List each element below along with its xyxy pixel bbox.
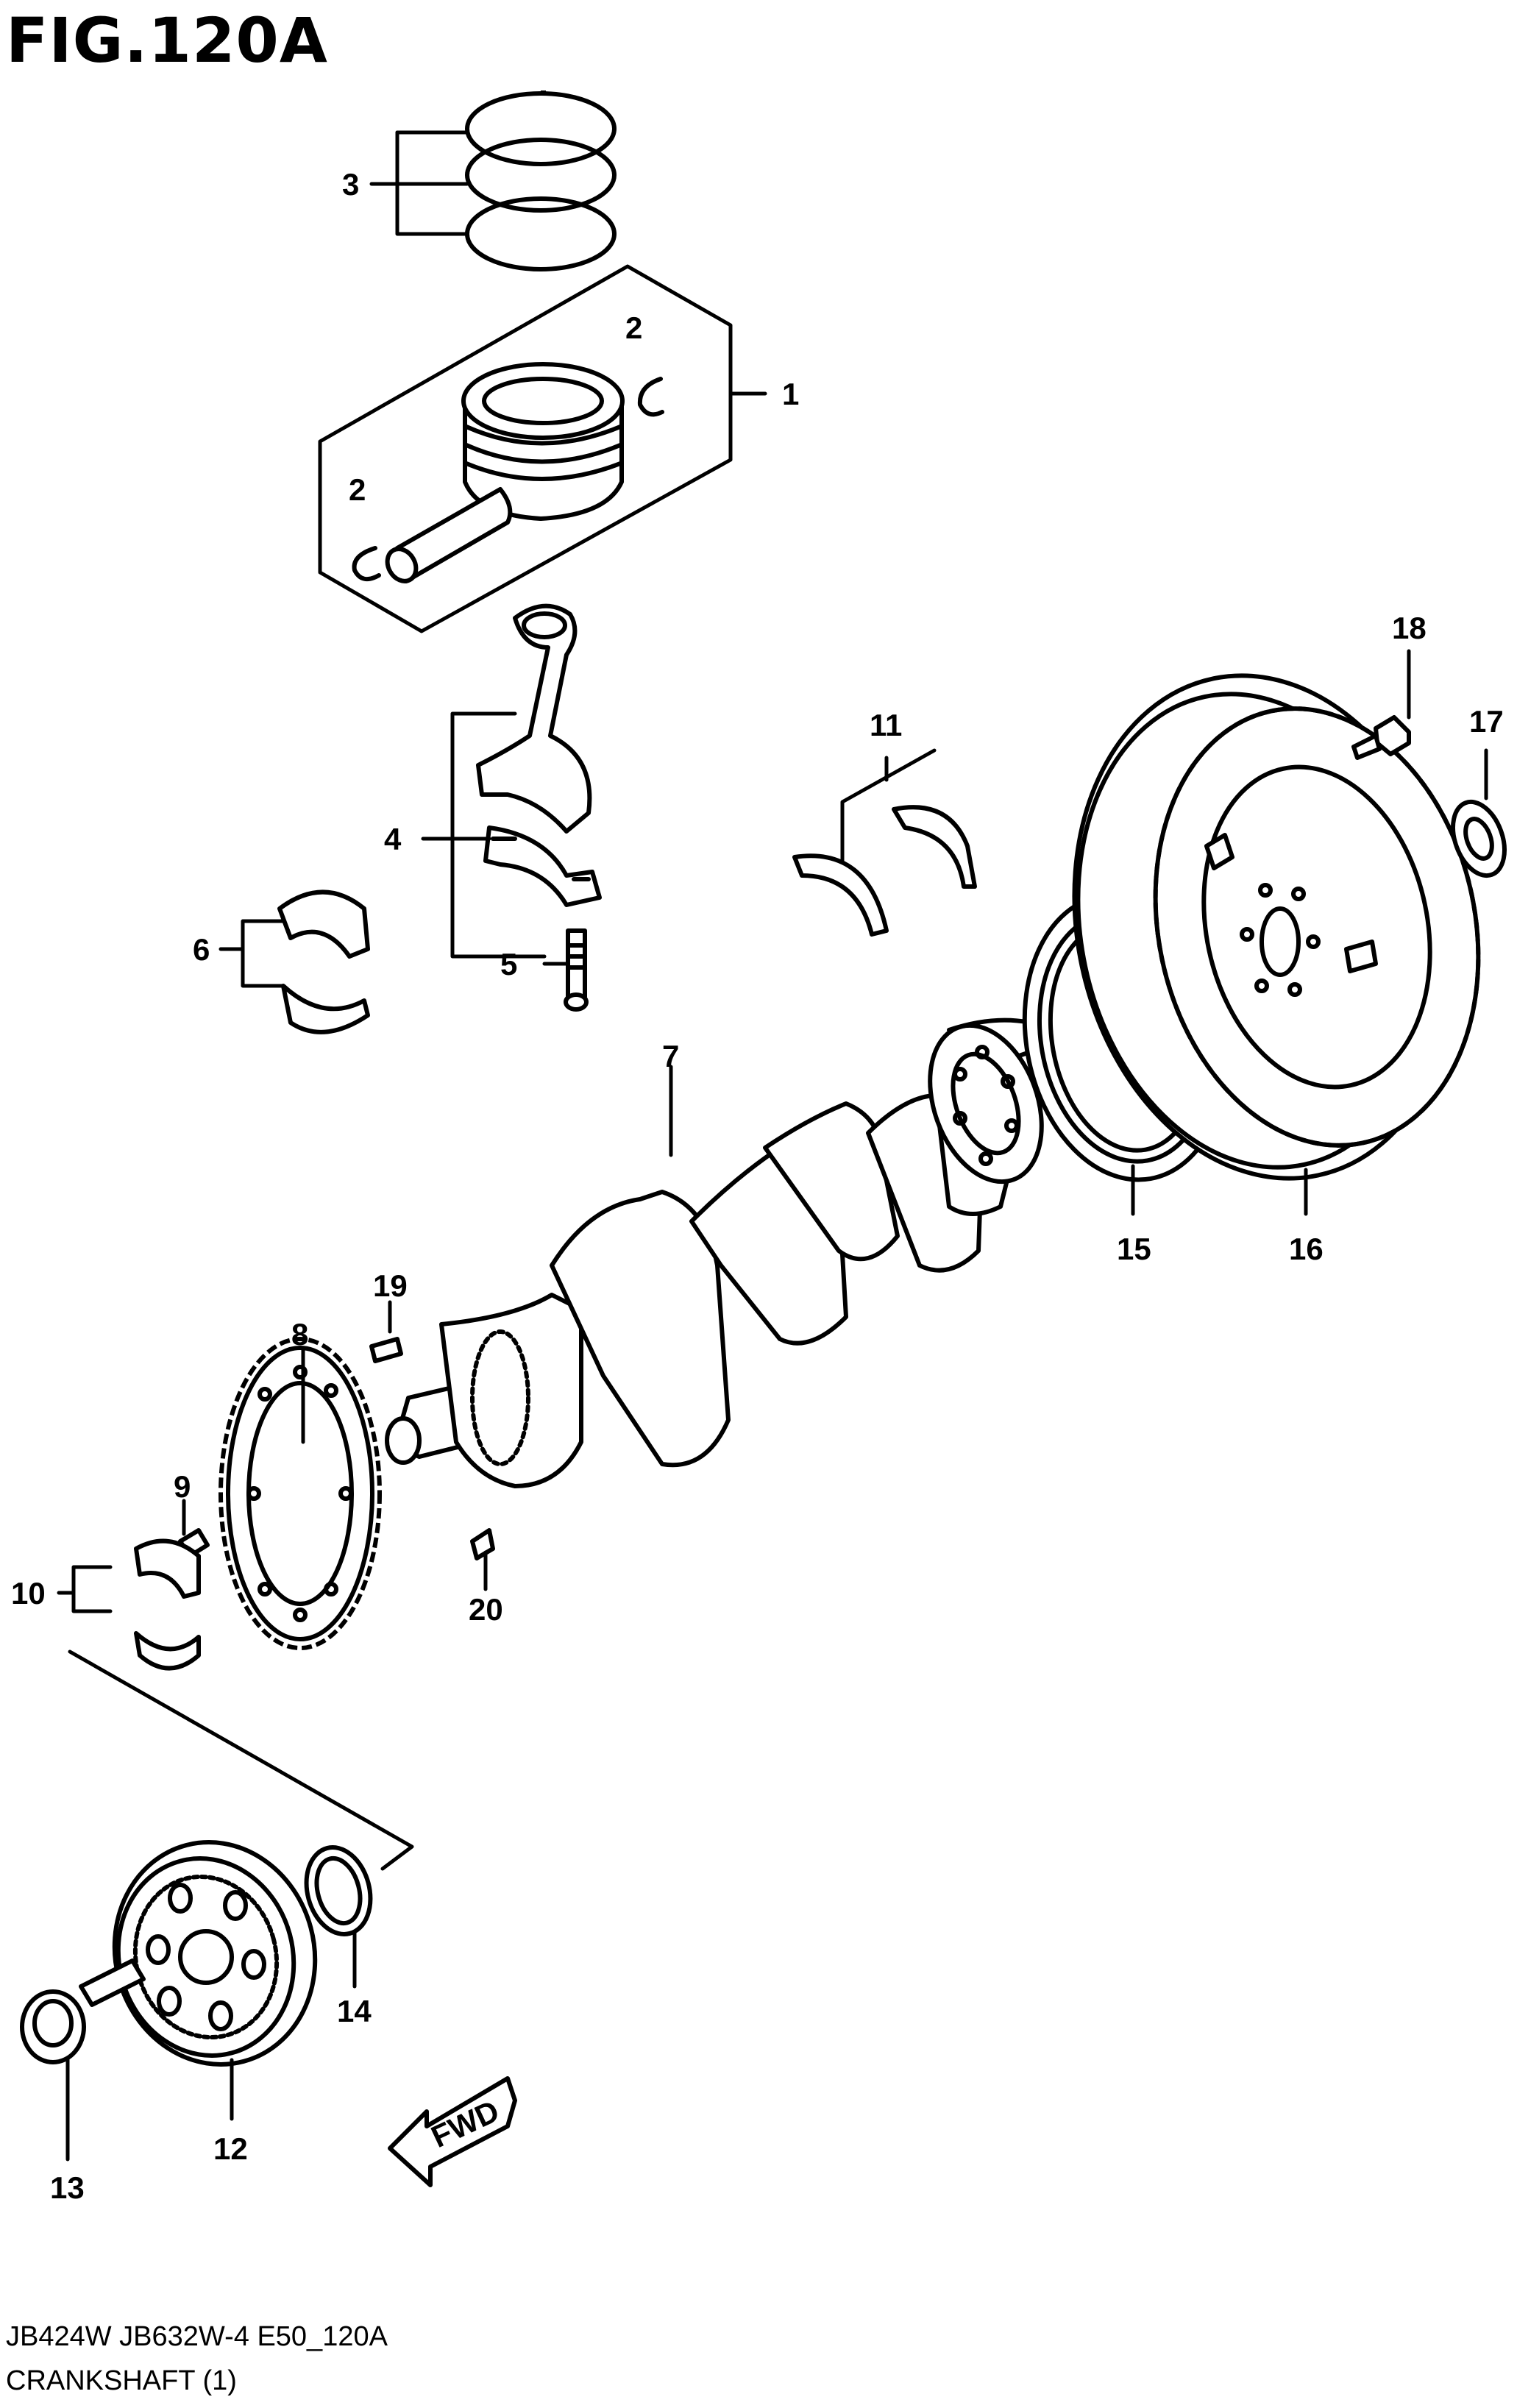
callout-leader-11 [840,748,937,863]
callout-leader-4 [421,711,547,959]
snap-ring-lower [352,546,381,582]
callout-19: 19 [373,1268,408,1303]
pulley-bolt-13 [20,1958,146,2064]
sensor-plate [219,1337,382,1650]
callout-8: 8 [291,1317,308,1352]
callout-5: 5 [500,947,517,981]
callout-leader-6 [219,919,285,988]
piston-rings [465,90,617,271]
main-bearing [134,1538,201,1671]
pulley-group-frame [68,1649,414,1871]
callout-6: 6 [193,932,210,967]
callout-2-lower: 2 [349,472,366,507]
callout-16: 16 [1289,1232,1324,1266]
callout-1: 1 [782,377,799,411]
callout-20: 20 [469,1592,503,1627]
callout-4: 4 [384,822,402,856]
callout-leader-10 [57,1565,113,1613]
callout-17: 17 [1469,704,1504,739]
forward-arrow: FWD [388,2076,517,2187]
snap-ring-upper [637,377,664,417]
rod-bolt [564,928,589,1012]
callout-7: 7 [662,1039,679,1073]
rod-bearing [277,889,370,1034]
thrust-washers [792,805,977,937]
figure-title: FIG.120A [6,4,328,77]
footer-model-line: JB424W JB632W-4 E50_120A [6,2321,388,2352]
callout-15: 15 [1117,1232,1151,1266]
callout-9: 9 [174,1469,191,1504]
flywheel-bolt [1351,715,1411,760]
footer-caption: CRANKSHAFT (1) [6,2365,237,2396]
crankshaft [385,1017,1044,1488]
piston-assembly-frame [318,264,767,633]
callout-18: 18 [1392,611,1427,645]
callout-10: 10 [11,1576,46,1610]
key-19 [369,1337,403,1363]
callout-13: 13 [50,2170,85,2205]
callout-leader-3 [369,130,469,236]
callout-3: 3 [342,167,359,202]
piston [461,362,625,521]
key-20 [470,1528,495,1560]
crank-pulley [112,1840,318,2067]
flywheel [1072,673,1481,1181]
connecting-rod [476,603,602,907]
callout-12: 12 [213,2131,248,2166]
callout-14: 14 [337,1994,372,2028]
o-ring-14 [304,1845,373,1936]
callout-11: 11 [870,708,902,742]
callout-2-upper: 2 [625,310,642,345]
pilot-bearing [1451,799,1507,878]
piston-pin [385,487,513,583]
